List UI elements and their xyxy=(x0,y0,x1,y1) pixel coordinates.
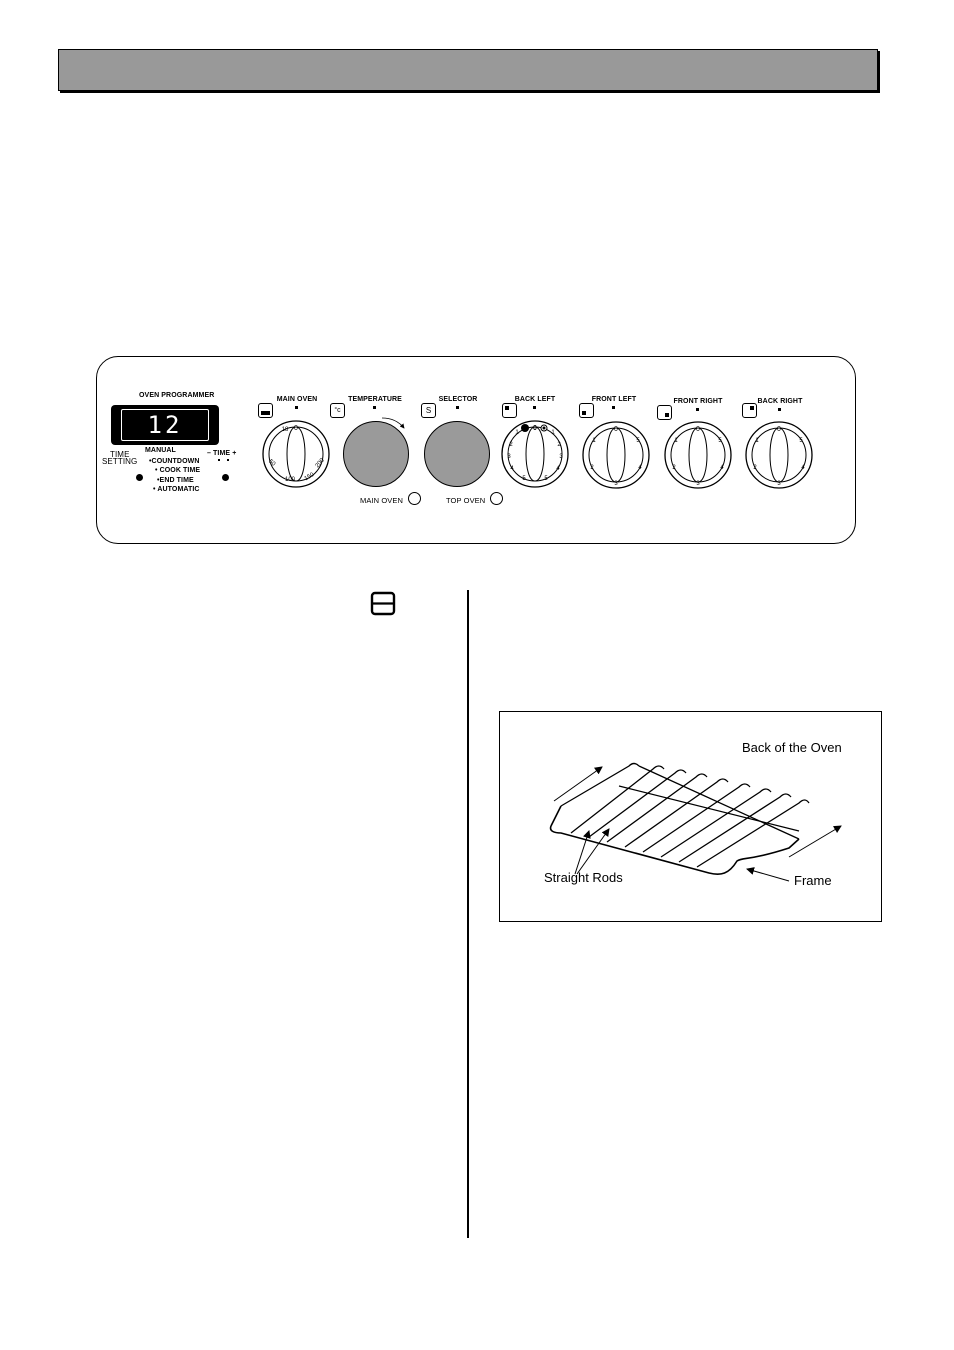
main-oven-mark-50: 50 xyxy=(267,459,276,468)
back-of-oven-label: Back of the Oven xyxy=(742,740,842,755)
time-setting-label-1: TIME xyxy=(110,450,130,459)
back-right-mark-1: 1 xyxy=(755,438,759,444)
straight-rods-label: Straight Rods xyxy=(544,870,623,885)
front-right-zone-icon xyxy=(657,405,672,420)
main-oven-mark-0: 0 xyxy=(294,425,298,432)
column-divider xyxy=(467,590,469,1238)
back-right-zone-icon xyxy=(742,403,757,418)
insert-direction-arrow-right xyxy=(788,825,842,858)
back-right-mark-4: 4 xyxy=(801,465,805,471)
main-oven-mark-100: 100 xyxy=(285,477,296,483)
rods-callout-arrow-2 xyxy=(576,828,610,875)
back-right-knob[interactable]: 0 1 2 3 4 5 xyxy=(745,421,813,489)
front-left-mark-3: 3 xyxy=(614,481,618,487)
main-oven-mark-200: 200 xyxy=(315,457,326,469)
front-right-mark-1: 1 xyxy=(674,438,678,444)
temperature-knob-label: TEMPERATURE xyxy=(348,396,402,403)
back-left-knob-label: BACK LEFT xyxy=(514,396,556,403)
front-left-knob-label: FRONT LEFT xyxy=(591,396,637,403)
back-left-zone-icon xyxy=(502,403,517,418)
time-adjust-button[interactable] xyxy=(222,474,229,481)
back-right-mark-2: 2 xyxy=(753,465,757,471)
main-oven-knob[interactable]: 0 18 50 100 150 200 xyxy=(262,420,330,488)
back-left-mark-0: 0 xyxy=(533,425,537,432)
frame-outline xyxy=(549,805,800,876)
back-left-mark-2b: 2 xyxy=(557,442,561,448)
front-right-mark-3: 3 xyxy=(696,481,700,487)
programmer-title: OVEN PROGRAMMER xyxy=(139,392,215,399)
back-right-position-mark xyxy=(778,408,781,411)
front-right-mark-0: 0 xyxy=(696,426,700,433)
main-oven-indicator-label: MAIN OVEN xyxy=(360,496,403,505)
section-header-bar xyxy=(58,49,878,91)
front-left-position-mark xyxy=(612,406,615,409)
temperature-knob[interactable] xyxy=(343,421,409,487)
main-oven-knob-label: MAIN OVEN xyxy=(276,396,318,403)
front-right-knob-label: FRONT RIGHT xyxy=(673,398,723,405)
selector-position-mark xyxy=(456,406,459,409)
time-minus-indicator xyxy=(218,459,220,461)
front-left-knob[interactable]: 0 1 2 3 4 5 xyxy=(582,421,650,489)
mode-automatic: • AUTOMATIC xyxy=(153,486,200,493)
front-left-mark-0: 0 xyxy=(614,426,618,433)
mode-end-time: •END TIME xyxy=(157,477,194,484)
mode-countdown: •COUNTDOWN xyxy=(149,458,200,465)
mode-manual: MANUAL xyxy=(145,447,176,454)
back-left-mark-4: 4 xyxy=(510,466,514,472)
back-left-knob[interactable]: 0 1 1 2 2 3 3 4 4 5 5 xyxy=(501,420,569,488)
time-plus-indicator xyxy=(227,459,229,461)
front-right-position-mark xyxy=(696,408,699,411)
front-left-mark-4: 4 xyxy=(638,465,642,471)
back-left-mark-5b: 5 xyxy=(544,476,548,482)
rods-callout-arrow-1 xyxy=(574,830,591,875)
main-oven-mark-18: 18 xyxy=(282,427,289,433)
selector-knob-label: SELECTOR xyxy=(438,396,478,403)
back-left-mark-4b: 4 xyxy=(556,466,560,472)
back-right-mark-0: 0 xyxy=(777,426,781,433)
temperature-position-mark xyxy=(373,406,376,409)
front-left-mark-1: 1 xyxy=(592,438,596,444)
back-right-mark-3: 3 xyxy=(777,481,781,487)
front-right-mark-4: 4 xyxy=(720,465,724,471)
insert-direction-arrow-left xyxy=(553,766,603,802)
display-time: 12 30 xyxy=(121,409,209,469)
front-right-mark-2: 2 xyxy=(672,465,676,471)
knobs-graphic: 0 18 50 100 150 200 0 1 1 2 2 3 3 4 4 5 … xyxy=(262,417,813,489)
shelf-figure: Back of the Oven Straight Rods Frame xyxy=(499,711,882,922)
back-right-knob-label: BACK RIGHT xyxy=(757,398,803,405)
shelf-drawing xyxy=(549,762,842,882)
back-left-mark-3b: 3 xyxy=(559,454,563,460)
back-left-position-mark xyxy=(533,406,536,409)
main-oven-position-mark xyxy=(295,406,298,409)
selector-symbol-icon: S xyxy=(421,403,436,418)
back-left-mark-3: 3 xyxy=(507,454,511,460)
front-left-zone-icon xyxy=(579,403,594,418)
back-left-mark-1b: 1 xyxy=(551,430,555,436)
main-oven-symbol-icon xyxy=(258,403,273,418)
back-right-mark-5: 5 xyxy=(799,438,803,444)
temperature-arrow-icon xyxy=(381,417,405,429)
frame-label: Frame xyxy=(794,873,832,888)
top-oven-indicator-light xyxy=(490,492,503,505)
front-right-knob[interactable]: 0 1 2 3 4 5 xyxy=(664,421,732,489)
front-right-mark-5: 5 xyxy=(718,438,722,444)
back-left-mark-1: 1 xyxy=(515,430,519,436)
main-oven-indicator-light xyxy=(408,492,421,505)
temperature-symbol-icon: °c xyxy=(330,403,345,418)
programmer-display: 12 30 xyxy=(111,405,219,469)
front-left-mark-5: 5 xyxy=(636,438,640,444)
frame-callout-arrow xyxy=(746,867,790,882)
back-left-mark-5: 5 xyxy=(522,476,526,482)
shelf-rods xyxy=(560,762,810,868)
back-left-mark-2: 2 xyxy=(509,442,513,448)
mode-cook-time: • COOK TIME xyxy=(155,467,201,474)
top-oven-indicator-label: TOP OVEN xyxy=(446,496,486,505)
time-setting-button[interactable] xyxy=(136,474,143,481)
time-adjust-label: – TIME + xyxy=(207,450,237,457)
time-setting-label-2: SETTING xyxy=(102,457,138,466)
front-left-mark-2: 2 xyxy=(590,465,594,471)
selector-knob[interactable] xyxy=(424,421,490,487)
main-oven-mark-150: 150 xyxy=(304,472,316,483)
oven-icon xyxy=(370,591,396,616)
